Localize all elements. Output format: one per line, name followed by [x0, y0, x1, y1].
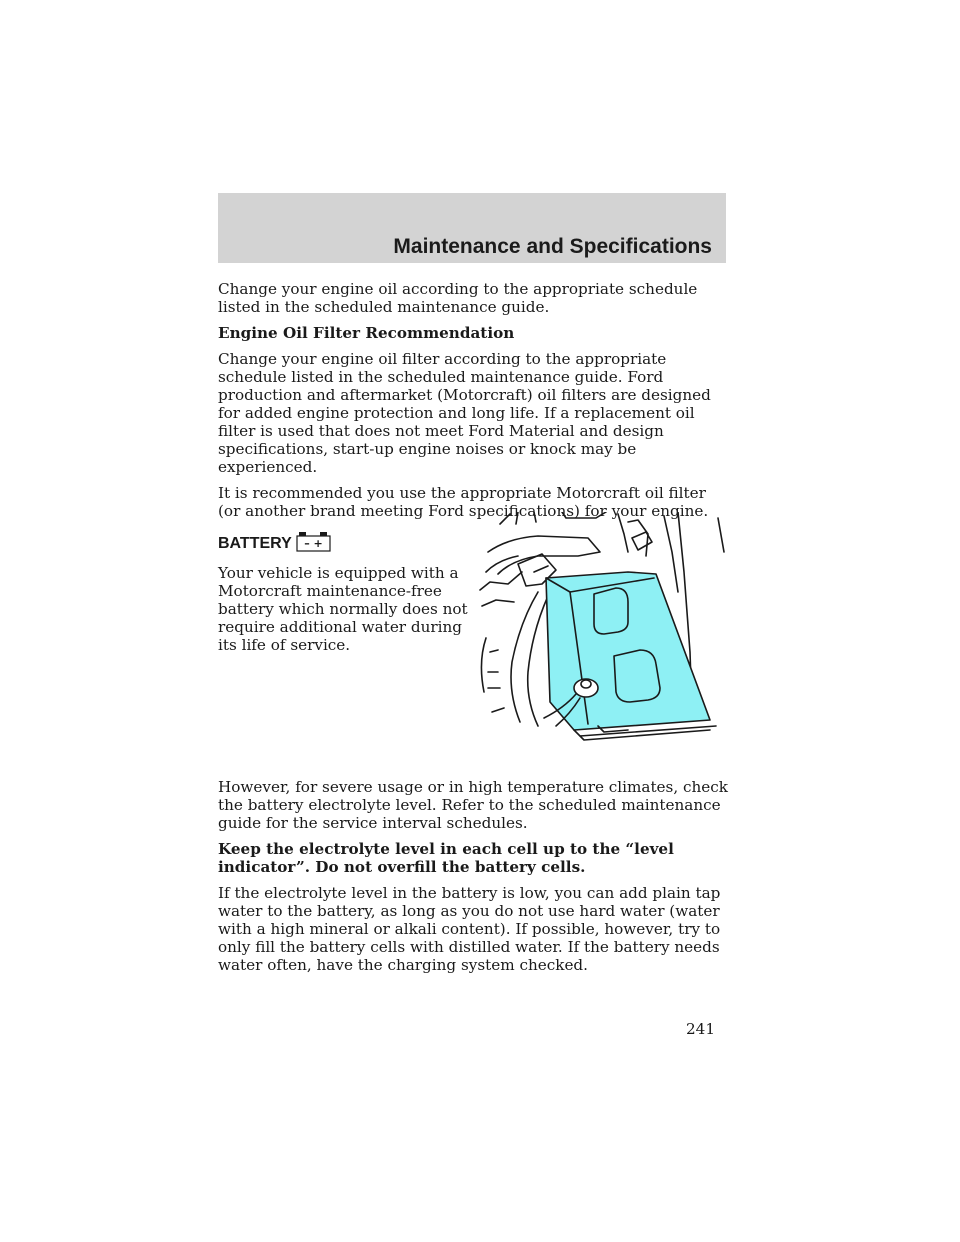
paragraph-battery-intro: Your vehicle is equipped with a Motorcra…: [218, 564, 468, 654]
page-content: Change your engine oil according to the …: [218, 280, 728, 662]
battery-icon: – +: [296, 531, 332, 558]
battery-illustration: [478, 511, 728, 744]
paragraph-motorcraft-filter: It is recommended you use the appropriat…: [218, 484, 709, 520]
warning-electrolyte: Keep the electrolyte level in each cell …: [218, 840, 674, 876]
battery-icon-symbols: – +: [304, 537, 323, 550]
paragraph-oil-change: Change your engine oil according to the …: [218, 280, 698, 316]
battery-heading-label: BATTERY: [218, 535, 292, 552]
section-title: Maintenance and Specifications: [393, 235, 712, 258]
heading-oil-filter: Engine Oil Filter Recommendation: [218, 324, 515, 342]
paragraph-severe-usage: However, for severe usage or in high tem…: [218, 778, 728, 832]
page-number: 241: [686, 1020, 715, 1038]
paragraph-oil-filter: Change your engine oil filter according …: [218, 350, 711, 476]
header-band: Maintenance and Specifications: [218, 193, 726, 263]
paragraph-add-water: If the electrolyte level in the battery …: [218, 884, 721, 974]
battery-heading: BATTERY – +: [218, 531, 728, 554]
lower-content: However, for severe usage or in high tem…: [218, 778, 728, 982]
